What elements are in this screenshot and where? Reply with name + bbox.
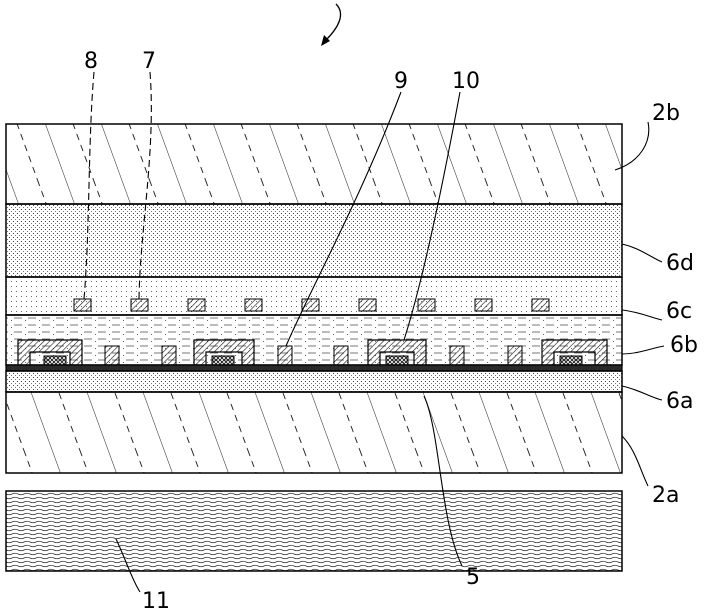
layer-6b [6, 365, 622, 371]
label-9: 9 [394, 69, 408, 94]
label-8: 8 [84, 49, 98, 74]
label-2b: 2b [652, 101, 680, 126]
label-7: 7 [142, 49, 156, 74]
label-2a: 2a [652, 483, 679, 508]
label-5: 5 [466, 565, 480, 590]
layer-6d [6, 204, 622, 277]
substrate-2b [6, 124, 622, 204]
label-6d: 6d [666, 251, 694, 276]
substrate-2a [6, 392, 622, 473]
layer-6a [6, 371, 622, 392]
label-11: 11 [142, 589, 170, 613]
label-10: 10 [452, 69, 480, 94]
backlight-11 [6, 491, 622, 571]
layer-6c [6, 315, 622, 365]
electrodes-7 [74, 299, 549, 311]
top-arrow [326, 4, 341, 40]
label-6b: 6b [670, 333, 698, 358]
label-6a: 6a [666, 389, 693, 414]
label-6c: 6c [666, 299, 692, 324]
